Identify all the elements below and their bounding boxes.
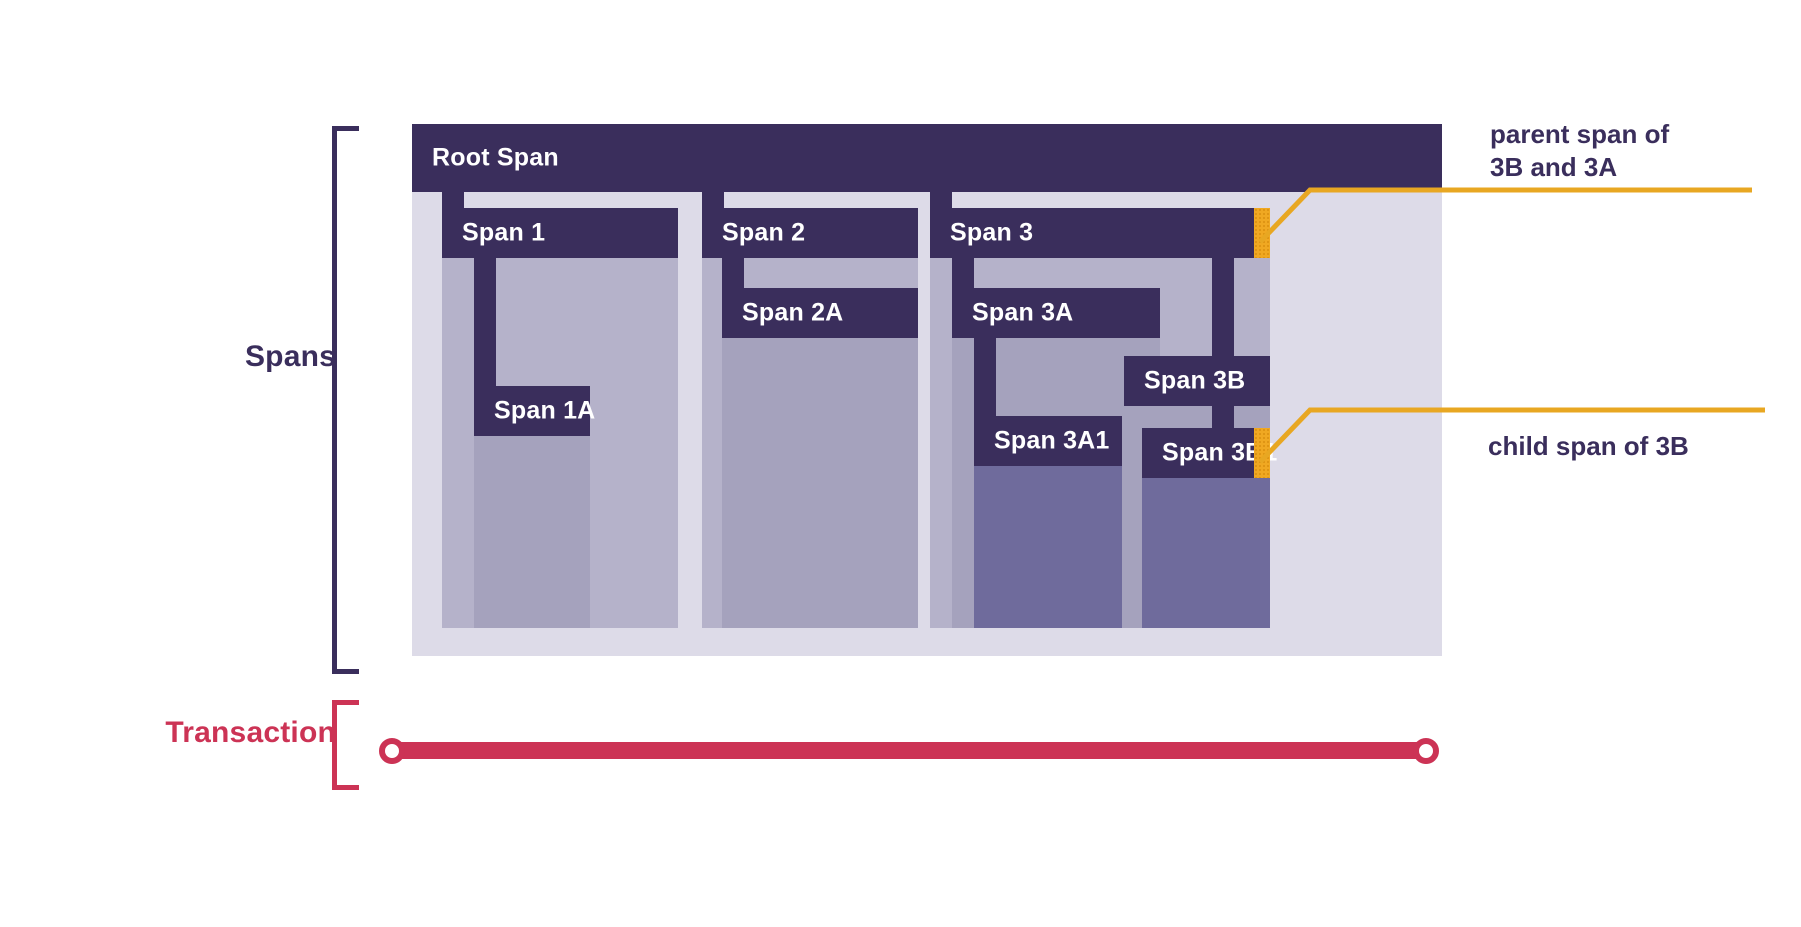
span-3b1-header: Span 3B1 — [1142, 428, 1277, 478]
span-3b1-body — [1142, 478, 1270, 628]
span-root-label: Root Span — [432, 143, 559, 172]
span-3a1-header: Span 3A1 — [974, 416, 1122, 466]
span-2-label: Span 2 — [722, 218, 806, 247]
transaction-start-dot[interactable] — [379, 738, 405, 764]
span-3-label: Span 3 — [950, 218, 1034, 247]
span-root-header: Root Span — [412, 124, 1442, 192]
connector-span1-to-span1a — [474, 250, 496, 410]
span-3a1-body — [974, 466, 1122, 628]
transaction-bracket — [332, 700, 359, 790]
span-1a[interactable]: Span 1A — [474, 386, 595, 628]
span-3a1[interactable]: Span 3A1 — [974, 416, 1122, 628]
transaction-section-label: Transaction — [165, 716, 336, 749]
span-3b-header: Span 3B — [1124, 356, 1270, 406]
annotation-parent-span: parent span of 3B and 3A — [1490, 119, 1670, 182]
spans-bracket — [332, 126, 359, 674]
span-3a-label: Span 3A — [972, 298, 1074, 327]
span-2a-header: Span 2A — [722, 288, 918, 338]
marker-child-span-3b1[interactable] — [1254, 428, 1270, 478]
span-1a-header: Span 1A — [474, 386, 595, 436]
span-2a-label: Span 2A — [742, 298, 844, 327]
span-3b-label: Span 3B — [1144, 366, 1246, 395]
span-2-header: Span 2 — [702, 208, 918, 258]
spans-section-label: Spans — [244, 340, 336, 373]
span-3-header: Span 3 — [930, 208, 1270, 258]
connector-span3a-to-span3a1 — [974, 330, 996, 444]
connector-span3-to-span3b — [1212, 250, 1234, 360]
span-1a-label: Span 1A — [494, 396, 596, 425]
span-3b1[interactable]: Span 3B1 — [1142, 428, 1277, 628]
span-1a-body — [474, 436, 590, 628]
span-2a-body — [722, 338, 918, 628]
span-2a[interactable]: Span 2A — [722, 288, 918, 628]
span-3a-header: Span 3A — [952, 288, 1160, 338]
span-3a1-label: Span 3A1 — [994, 426, 1110, 455]
span-1-header: Span 1 — [442, 208, 678, 258]
span-1-label: Span 1 — [462, 218, 546, 247]
annotation-child-span: child span of 3B — [1488, 431, 1689, 461]
transaction-end-dot[interactable] — [1413, 738, 1439, 764]
transaction-timeline-bar[interactable] — [392, 742, 1426, 759]
trace-tree: Root Span Span 1 Span 1A Span 2 — [412, 124, 1442, 656]
marker-parent-span-3[interactable] — [1254, 208, 1270, 258]
